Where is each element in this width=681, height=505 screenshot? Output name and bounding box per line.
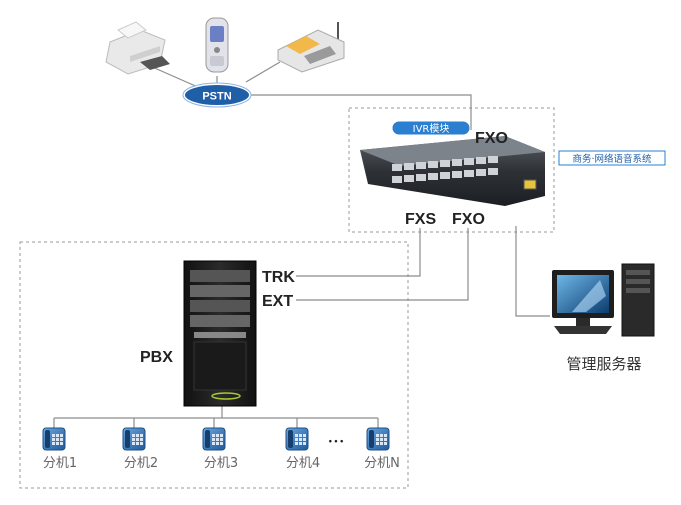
trk-label: TRK (262, 269, 295, 286)
connection-lines (53, 61, 550, 428)
extension-label: 分机4 (286, 456, 320, 471)
ivr-module-label: IVR模块 (413, 123, 450, 135)
extension-label: 分机1 (43, 456, 77, 471)
pstn-badge: PSTN (182, 82, 252, 108)
desktop-computer-icon (552, 263, 655, 337)
extension-label: 分机2 (124, 456, 158, 471)
ellipsis-marker: • • • (329, 436, 343, 446)
pbx-dashed-box (19, 241, 409, 489)
voice-gateway-icon (360, 136, 545, 206)
ext-label: EXT (262, 293, 293, 310)
desk-phone-icon (277, 22, 345, 73)
ip-phone-icon (285, 427, 309, 451)
fax-machine-icon (105, 21, 170, 75)
pbx-rack-icon (183, 260, 257, 407)
biz-system-tag (558, 150, 666, 166)
extension-label: 分机N (364, 456, 400, 471)
extension-label: 分机3 (204, 456, 238, 471)
gateway-dashed-box (348, 107, 555, 233)
fxs-label: FXS (405, 211, 436, 228)
biz-system-label: 商务·网络语音系统 (572, 153, 652, 165)
pbx-label: PBX (140, 349, 173, 366)
ip-phone-icon (42, 427, 66, 451)
ip-phone-icon (366, 427, 390, 451)
ivr-module-badge: IVR模块 (391, 120, 471, 136)
pstn-label: PSTN (202, 91, 231, 103)
mgmt-server-label: 管理服务器 (566, 355, 641, 373)
ip-phone-icon (202, 427, 226, 451)
ip-phone-icon (122, 427, 146, 451)
fxo-top-label: FXO (475, 130, 508, 147)
fxo-bottom-label: FXO (452, 211, 485, 228)
mobile-phone-icon (205, 17, 229, 73)
